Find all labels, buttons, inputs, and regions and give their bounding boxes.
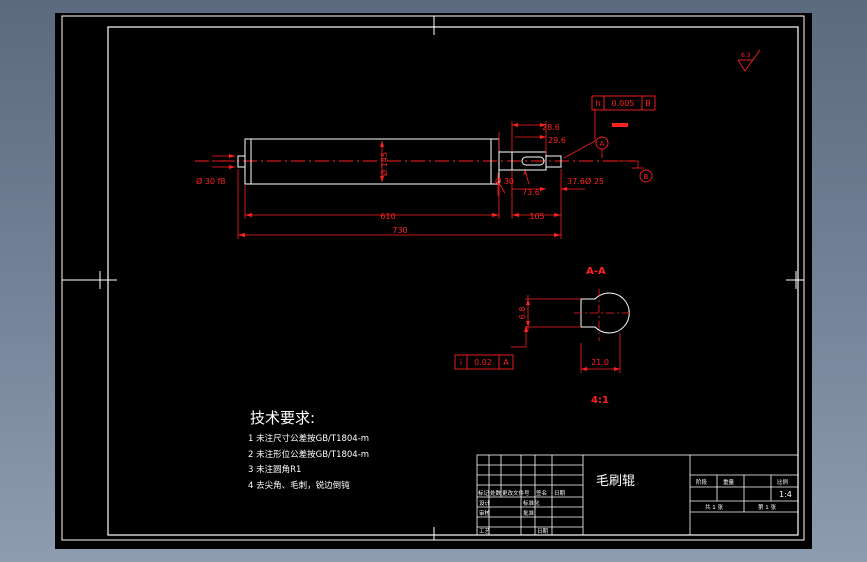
dim-step-low: 73.6 [522,188,540,197]
svg-text:标记: 标记 [478,489,490,497]
tech-item-3: 3 未注圆角R1 [248,464,301,475]
tolerance-frame-section: i 0.02 A [454,354,514,370]
section-dim-height: 6.8 [518,307,527,320]
tol-value: 0.005 [612,99,635,108]
main-view: 610 730 105 Ø 30 f8 Ø 145 Ø 30 28.6 29.6… [195,49,761,239]
tech-title: 技术要求: [250,409,315,427]
dim-mid-diameter: Ø 30 [495,176,514,186]
surface-note-mark [612,123,628,127]
datum-a-marker: A [595,136,609,150]
svg-text:阶段: 阶段 [696,478,708,486]
tol-datum: B [645,99,651,108]
svg-text:标准化: 标准化 [523,499,540,507]
svg-text:设计: 设计 [479,499,491,507]
title-block: 毛刷辊 标记 处数 更改文件号 签名 日期 设计 审核 工艺 标准化 批准 日期… [476,454,799,536]
svg-text:比例: 比例 [777,478,789,486]
part-name: 毛刷辊 [596,474,635,489]
svg-text:更改文件号: 更改文件号 [502,489,530,497]
svg-text:A: A [503,358,509,367]
svg-text:工艺: 工艺 [479,528,491,535]
svg-text:审核: 审核 [479,509,491,517]
section-scale: 4:1 [591,395,609,406]
svg-text:处数: 处数 [490,489,502,497]
section-view: A-A 4:1 6.8 21.0 [454,266,631,406]
tolerance-frame-main: h 0.005 B [591,95,656,111]
svg-text:批准: 批准 [523,509,535,517]
sheet-total: 共 1 张 [705,503,723,511]
dim-right-diameter: Ø 25 [585,176,604,186]
roughness-symbol: 6.3 [737,49,761,72]
svg-text:重量: 重量 [723,478,735,486]
svg-text:签名: 签名 [536,489,547,497]
dim-left-diameter: Ø 30 f8 [196,176,225,186]
sheet-number: 第 1 张 [758,503,776,511]
tol-symbol: h [595,99,600,108]
tech-item-4: 4 去尖角、毛刺，锐边倒钝 [248,480,350,491]
svg-text:A: A [600,140,605,148]
dim-right-length: 105 [529,212,544,221]
dim-roller-diameter: Ø 145 [379,152,389,176]
dim-step-top: 28.6 [542,123,560,132]
svg-text:6.3: 6.3 [741,52,751,59]
svg-text:i: i [460,358,462,367]
cad-drawing: 610 730 105 Ø 30 f8 Ø 145 Ø 30 28.6 29.6… [61,15,805,541]
tech-item-1: 1 未注尺寸公差按GB/T1804-m [248,433,369,444]
section-dim-width: 21.0 [591,358,609,367]
dimension-arrows [229,123,567,237]
section-title: A-A [586,266,606,277]
scale-value: 1:4 [779,490,792,499]
svg-text:0.02: 0.02 [474,358,492,367]
drawing-frame [61,15,805,541]
section-mark-a: A [523,170,528,177]
svg-text:B: B [644,173,649,181]
tech-item-2: 2 未注形位公差按GB/T1804-m [248,449,369,460]
svg-text:日期: 日期 [554,490,566,497]
dim-step-mid: 29.6 [548,136,566,145]
main-dimensions [212,108,644,239]
datum-b-marker: B [639,169,653,183]
dim-right-end: 37.6 [567,177,585,186]
dim-total-length: 730 [392,226,407,235]
tech-requirements: 技术要求: 1 未注尺寸公差按GB/T1804-m 2 未注形位公差按GB/T1… [248,409,369,491]
svg-text:日期: 日期 [537,528,549,535]
drawing-viewport[interactable]: 610 730 105 Ø 30 f8 Ø 145 Ø 30 28.6 29.6… [55,13,812,549]
dim-roller-length: 610 [380,212,395,221]
